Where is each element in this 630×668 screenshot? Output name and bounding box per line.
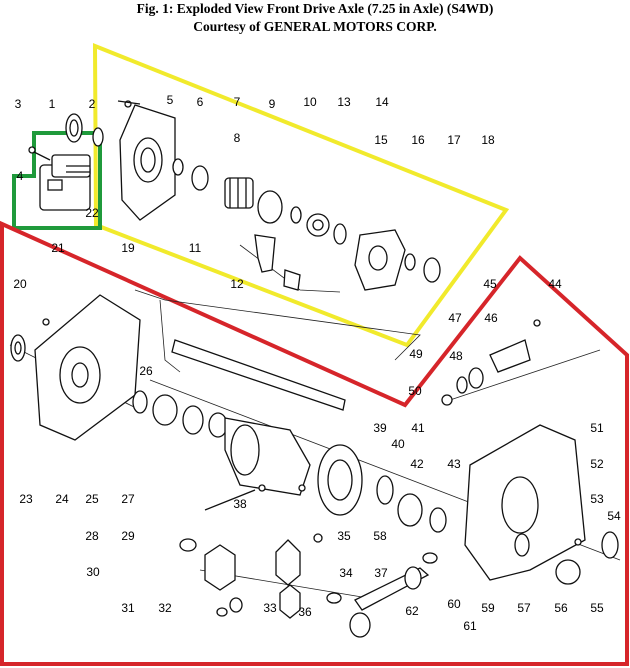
callout-56: 56 <box>554 601 568 615</box>
callout-7: 7 <box>234 95 241 109</box>
callout-6: 6 <box>197 95 204 109</box>
callout-62: 62 <box>405 604 419 618</box>
actuator-part <box>28 146 91 211</box>
callout-10: 10 <box>303 95 317 109</box>
callout-12: 12 <box>230 277 244 291</box>
callout-58: 58 <box>373 529 387 543</box>
callout-33: 33 <box>263 601 277 615</box>
red-highlight-outline <box>0 220 629 666</box>
callout-49: 49 <box>409 347 423 361</box>
callout-48: 48 <box>449 349 463 363</box>
callout-51: 51 <box>590 421 604 435</box>
callout-32: 32 <box>158 601 172 615</box>
callout-14: 14 <box>375 95 389 109</box>
callout-38: 38 <box>233 497 247 511</box>
callout-54: 54 <box>607 509 621 523</box>
callout-40: 40 <box>391 437 405 451</box>
callout-18: 18 <box>481 133 495 147</box>
callout-45: 45 <box>483 277 497 291</box>
axle-housing-parts <box>10 294 619 638</box>
callout-29: 29 <box>121 529 135 543</box>
callout-25: 25 <box>85 492 99 506</box>
callout-53: 53 <box>590 492 604 506</box>
callout-52: 52 <box>590 457 604 471</box>
callout-19: 19 <box>121 241 135 255</box>
callout-16: 16 <box>411 133 425 147</box>
callout-9: 9 <box>269 97 276 111</box>
callout-22: 22 <box>85 206 99 220</box>
callout-17: 17 <box>447 133 461 147</box>
yellow-highlight-outline <box>92 43 510 348</box>
callout-8: 8 <box>234 131 241 145</box>
callout-30: 30 <box>86 565 100 579</box>
disconnect-assembly-parts <box>65 100 441 291</box>
callout-15: 15 <box>374 133 388 147</box>
callout-39: 39 <box>373 421 387 435</box>
callout-61: 61 <box>463 619 477 633</box>
callout-59: 59 <box>481 601 495 615</box>
callout-26: 26 <box>139 364 153 378</box>
figure-courtesy: Courtesy of GENERAL MOTORS CORP. <box>193 19 437 34</box>
callout-24: 24 <box>55 492 69 506</box>
figure-caption: Fig. 1: Exploded View Front Drive Axle (… <box>0 0 630 40</box>
callout-13: 13 <box>337 95 351 109</box>
callout-42: 42 <box>410 457 424 471</box>
callout-2: 2 <box>89 97 96 111</box>
callout-5: 5 <box>167 93 174 107</box>
callout-35: 35 <box>337 529 351 543</box>
callout-43: 43 <box>447 457 461 471</box>
callout-4: 4 <box>17 169 24 183</box>
callout-60: 60 <box>447 597 461 611</box>
callout-41: 41 <box>411 421 425 435</box>
callout-23: 23 <box>19 492 33 506</box>
callout-57: 57 <box>517 601 531 615</box>
callout-1: 1 <box>49 97 56 111</box>
callout-50: 50 <box>408 384 422 398</box>
callout-37: 37 <box>374 566 388 580</box>
callout-55: 55 <box>590 601 604 615</box>
callout-3: 3 <box>15 97 22 111</box>
callout-11: 11 <box>189 241 202 255</box>
callout-20: 20 <box>13 277 27 291</box>
callout-47: 47 <box>448 311 462 325</box>
callout-31: 31 <box>121 601 135 615</box>
figure-title: Fig. 1: Exploded View Front Drive Axle (… <box>136 1 494 16</box>
callout-46: 46 <box>484 311 498 325</box>
callout-44: 44 <box>548 277 562 291</box>
callout-21: 21 <box>51 241 65 255</box>
callout-34: 34 <box>339 566 353 580</box>
callout-27: 27 <box>121 492 135 506</box>
callout-28: 28 <box>85 529 99 543</box>
callout-36: 36 <box>298 605 312 619</box>
